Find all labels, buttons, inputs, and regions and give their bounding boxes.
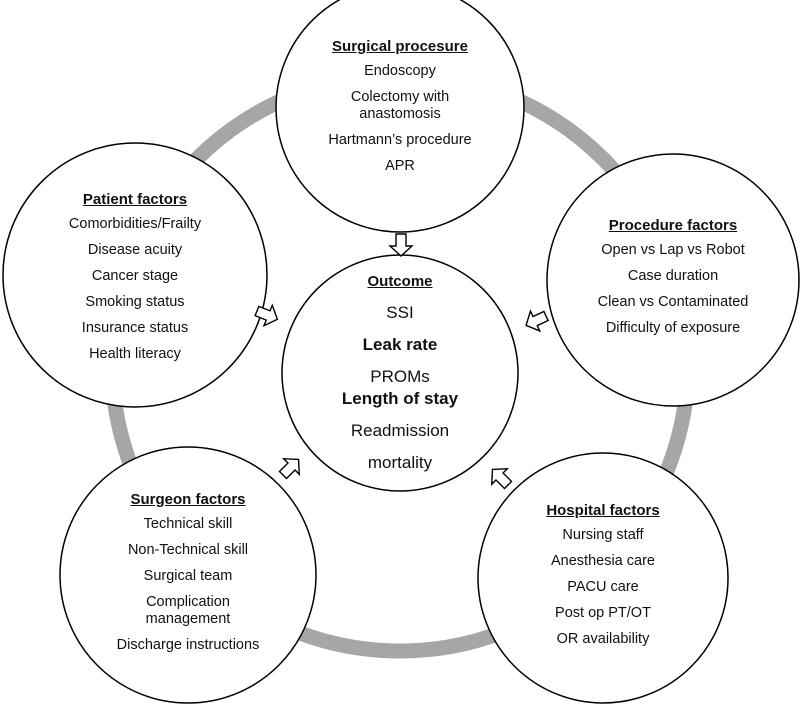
arrow-procedure-to-outcome <box>525 309 550 333</box>
arrow-surgical-to-outcome <box>388 233 414 257</box>
surgical-procedure-item: Hartmann’s procedure <box>328 132 472 148</box>
hospital-factors-item: Anesthesia care <box>551 553 655 569</box>
surgical-procedure-item: APR <box>385 158 415 174</box>
patient-factors-item: Health literacy <box>89 346 181 362</box>
procedure-factors-item: Open vs Lap vs Robot <box>601 242 745 258</box>
patient-factors-title: Patient factors <box>82 191 188 208</box>
outcome-item: Leak rate <box>362 335 438 354</box>
surgical-procedure-text: Surgical procesure Endoscopy Colectomy w… <box>300 37 500 184</box>
surgeon-factors-item: Discharge instructions <box>116 637 260 653</box>
surgical-procedure-item: Colectomy with anastomosis <box>350 89 450 122</box>
arrow-patient-to-outcome <box>254 303 279 328</box>
patient-factors-circle <box>2 142 268 408</box>
arrow-hospital-to-outcome <box>490 467 513 490</box>
hospital-factors-item: Post op PT/OT <box>555 605 651 621</box>
outcome-item: PROMs <box>370 367 430 386</box>
hospital-factors-item: PACU care <box>567 579 639 595</box>
patient-factors-text: Patient factors Comorbidities/Frailty Di… <box>35 190 235 372</box>
hospital-factors-text: Hospital factors Nursing staff Anesthesi… <box>503 501 703 657</box>
hospital-factors-title: Hospital factors <box>546 502 660 519</box>
outcome-item: Readmission <box>350 421 450 440</box>
surgeon-factors-item: Surgical team <box>143 568 233 584</box>
surgical-procedure-title: Surgical procesure <box>332 38 468 55</box>
surgical-procedure-circle <box>275 0 525 233</box>
procedure-factors-item: Clean vs Contaminated <box>597 294 749 310</box>
hospital-factors-item: Nursing staff <box>562 527 644 543</box>
procedure-factors-item: Difficulty of exposure <box>605 320 741 336</box>
patient-factors-item: Cancer stage <box>91 268 179 284</box>
patient-factors-item: Comorbidities/Frailty <box>68 216 202 232</box>
patient-factors-item: Disease acuity <box>87 242 183 258</box>
outcome-title: Outcome <box>367 273 433 290</box>
outcome-item: SSI <box>386 303 414 322</box>
hospital-factors-item: OR availability <box>556 631 650 647</box>
outcome-text: Outcome SSI Leak rate PROMs Length of st… <box>300 272 500 474</box>
procedure-factors-item: Case duration <box>627 268 719 284</box>
hospital-factors-circle <box>477 452 729 704</box>
procedure-factors-circle <box>546 153 800 407</box>
surgeon-factors-item: Complication management <box>145 594 231 627</box>
surgeon-factors-item: Non-Technical skill <box>127 542 249 558</box>
surgical-procedure-item: Endoscopy <box>364 63 436 79</box>
surgeon-factors-circle <box>59 446 317 704</box>
procedure-factors-title: Procedure factors <box>608 217 738 234</box>
patient-factors-item: Smoking status <box>85 294 185 310</box>
surgeon-factors-title: Surgeon factors <box>130 491 246 508</box>
outcome-item: Length of stay <box>341 389 459 408</box>
surgeon-factors-item: Technical skill <box>143 516 233 532</box>
patient-factors-item: Insurance status <box>81 320 189 336</box>
procedure-factors-text: Procedure factors Open vs Lap vs Robot C… <box>573 216 773 346</box>
surgeon-factors-text: Surgeon factors Technical skill Non-Tech… <box>88 490 288 663</box>
arrow-surgeon-to-outcome <box>278 457 301 480</box>
outcome-item: mortality <box>367 453 433 472</box>
